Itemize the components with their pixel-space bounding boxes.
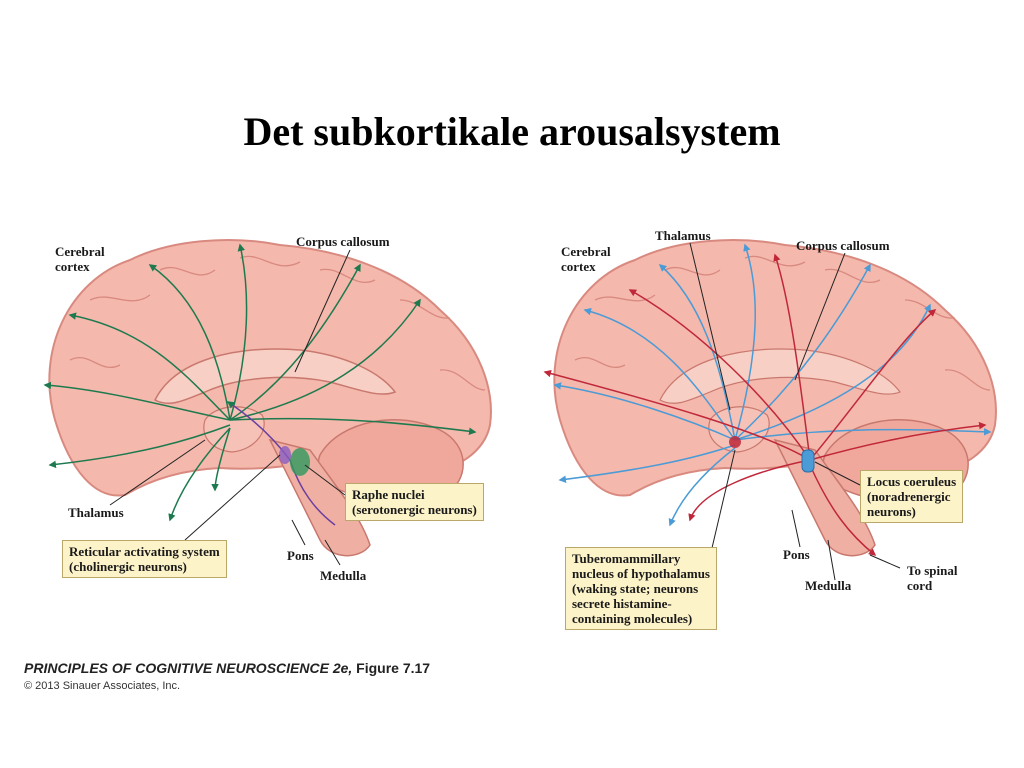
right-label-cerebral-cortex: Cerebral cortex bbox=[561, 244, 611, 274]
left-label-pons: Pons bbox=[287, 548, 314, 563]
copyright-notice: © 2013 Sinauer Associates, Inc. bbox=[24, 680, 181, 692]
right-label-corpus-callosum: Corpus callosum bbox=[796, 238, 890, 253]
right-box-locus-coeruleus: Locus coeruleus (noradrenergic neurons) bbox=[860, 470, 964, 523]
left-label-medulla: Medulla bbox=[320, 568, 367, 583]
right-leader-lines bbox=[689, 242, 901, 581]
credit-figure-number: Figure 7.17 bbox=[356, 660, 431, 676]
tuberomammillary-marker bbox=[729, 436, 741, 448]
left-label-thalamus: Thalamus bbox=[68, 505, 124, 520]
right-brain bbox=[543, 239, 997, 581]
locus-coeruleus-marker bbox=[801, 449, 815, 473]
left-label-corpus-callosum: Corpus callosum bbox=[296, 234, 390, 249]
right-box-tuberomammillary-nucleus: Tuberomammillary nucleus of hypothalamus… bbox=[565, 547, 717, 630]
right-label-medulla: Medulla bbox=[805, 578, 852, 593]
right-brainstem bbox=[773, 438, 876, 557]
credit-book-title: PRINCIPLES OF COGNITIVE NEUROSCIENCE 2e, bbox=[24, 660, 353, 676]
reticular-marker bbox=[279, 446, 291, 464]
raphe-nuclei-marker bbox=[290, 448, 310, 476]
left-brain bbox=[43, 239, 492, 566]
slide-title: Det subkortikale arousalsystem bbox=[243, 109, 781, 154]
right-corpus-callosum bbox=[659, 348, 901, 404]
left-box-raphe-nuclei: Raphe nuclei (serotonergic neurons) bbox=[345, 483, 484, 521]
figure-credit: PRINCIPLES OF COGNITIVE NEUROSCIENCE 2e,… bbox=[24, 660, 430, 676]
left-leader-lines bbox=[109, 249, 351, 566]
left-gyri bbox=[69, 255, 486, 391]
right-label-to-spinal-cord: To spinal cord bbox=[907, 563, 958, 593]
left-label-cerebral-cortex: Cerebral cortex bbox=[55, 244, 105, 274]
left-box-reticular-activating-system: Reticular activating system (cholinergic… bbox=[62, 540, 227, 578]
left-corpus-callosum bbox=[154, 348, 397, 404]
right-label-thalamus: Thalamus bbox=[655, 228, 711, 243]
right-label-pons: Pons bbox=[783, 547, 810, 562]
right-noradrenergic-pathways bbox=[543, 253, 987, 556]
